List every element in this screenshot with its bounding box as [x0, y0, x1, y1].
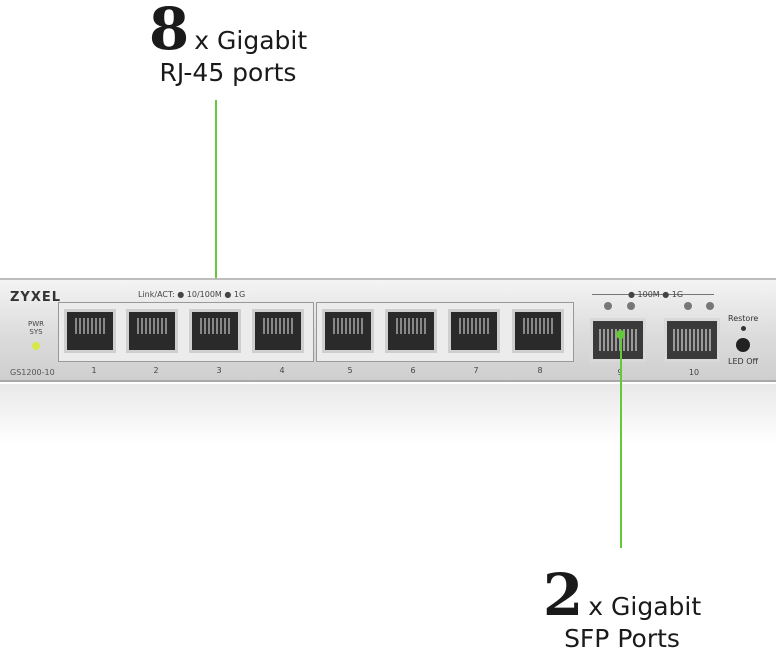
rj45-port-7 — [448, 309, 500, 353]
rj45-line1: x Gigabit — [194, 26, 308, 55]
sfp-led — [706, 302, 714, 310]
sfp-speed-legend: ● 100M ● 1G — [628, 290, 684, 299]
brand-logo: ZYXEL — [10, 290, 62, 305]
sfp-led — [684, 302, 692, 310]
led-off-label: LED Off — [728, 357, 759, 366]
sfp-line2: SFP Ports — [564, 624, 680, 653]
link-act-legend: Link/ACT: ● 10/100M ● 1G — [138, 290, 246, 299]
sfp-port-9 — [590, 318, 646, 362]
sfp-line1: x Gigabit — [588, 592, 702, 621]
sfp-led — [604, 302, 612, 310]
restore-label: Restore — [728, 314, 759, 323]
rj45-port-5 — [322, 309, 374, 353]
port-number: 6 — [410, 366, 416, 375]
model-label: GS1200-10 — [10, 368, 55, 377]
port-number: 10 — [688, 368, 700, 377]
rj45-port-4 — [252, 309, 304, 353]
rj45-port-1 — [64, 309, 116, 353]
port-number: 2 — [153, 366, 159, 375]
sfp-port-10 — [664, 318, 720, 362]
sfp-leader-dot — [616, 330, 625, 339]
rj45-port-2 — [126, 309, 178, 353]
sfp-count: 2 — [542, 561, 584, 629]
port-number: 1 — [91, 366, 97, 375]
sfp-led — [627, 302, 635, 310]
pwr-label: PWR — [28, 320, 45, 328]
rj45-port-6 — [385, 309, 437, 353]
port-number: 4 — [279, 366, 285, 375]
sfp-leader-line — [620, 334, 622, 548]
rj45-port-8 — [512, 309, 564, 353]
rj45-leader-line — [215, 100, 217, 326]
switch-reflection — [0, 384, 776, 444]
rj45-callout: 8 x Gigabit RJ-45 ports — [128, 0, 328, 87]
port-number: 8 — [537, 366, 543, 375]
rj45-line2: RJ-45 ports — [159, 58, 297, 87]
rj45-port-3 — [189, 309, 241, 353]
network-switch: ZYXEL PWR SYS GS1200-10 Link/ACT: ● 10/1… — [0, 278, 776, 382]
port-number: 5 — [347, 366, 353, 375]
sfp-callout: 2 x Gigabit SFP Ports — [522, 566, 722, 653]
led-off-button — [736, 338, 750, 352]
port-number: 3 — [216, 366, 222, 375]
status-leds-label: PWR SYS — [28, 320, 44, 337]
port-number: 7 — [473, 366, 479, 375]
power-led — [32, 342, 40, 350]
sys-label: SYS — [29, 328, 43, 337]
restore-pinhole — [741, 326, 746, 331]
rj45-count: 8 — [148, 0, 190, 63]
sfp-legend-bracket — [592, 294, 714, 313]
